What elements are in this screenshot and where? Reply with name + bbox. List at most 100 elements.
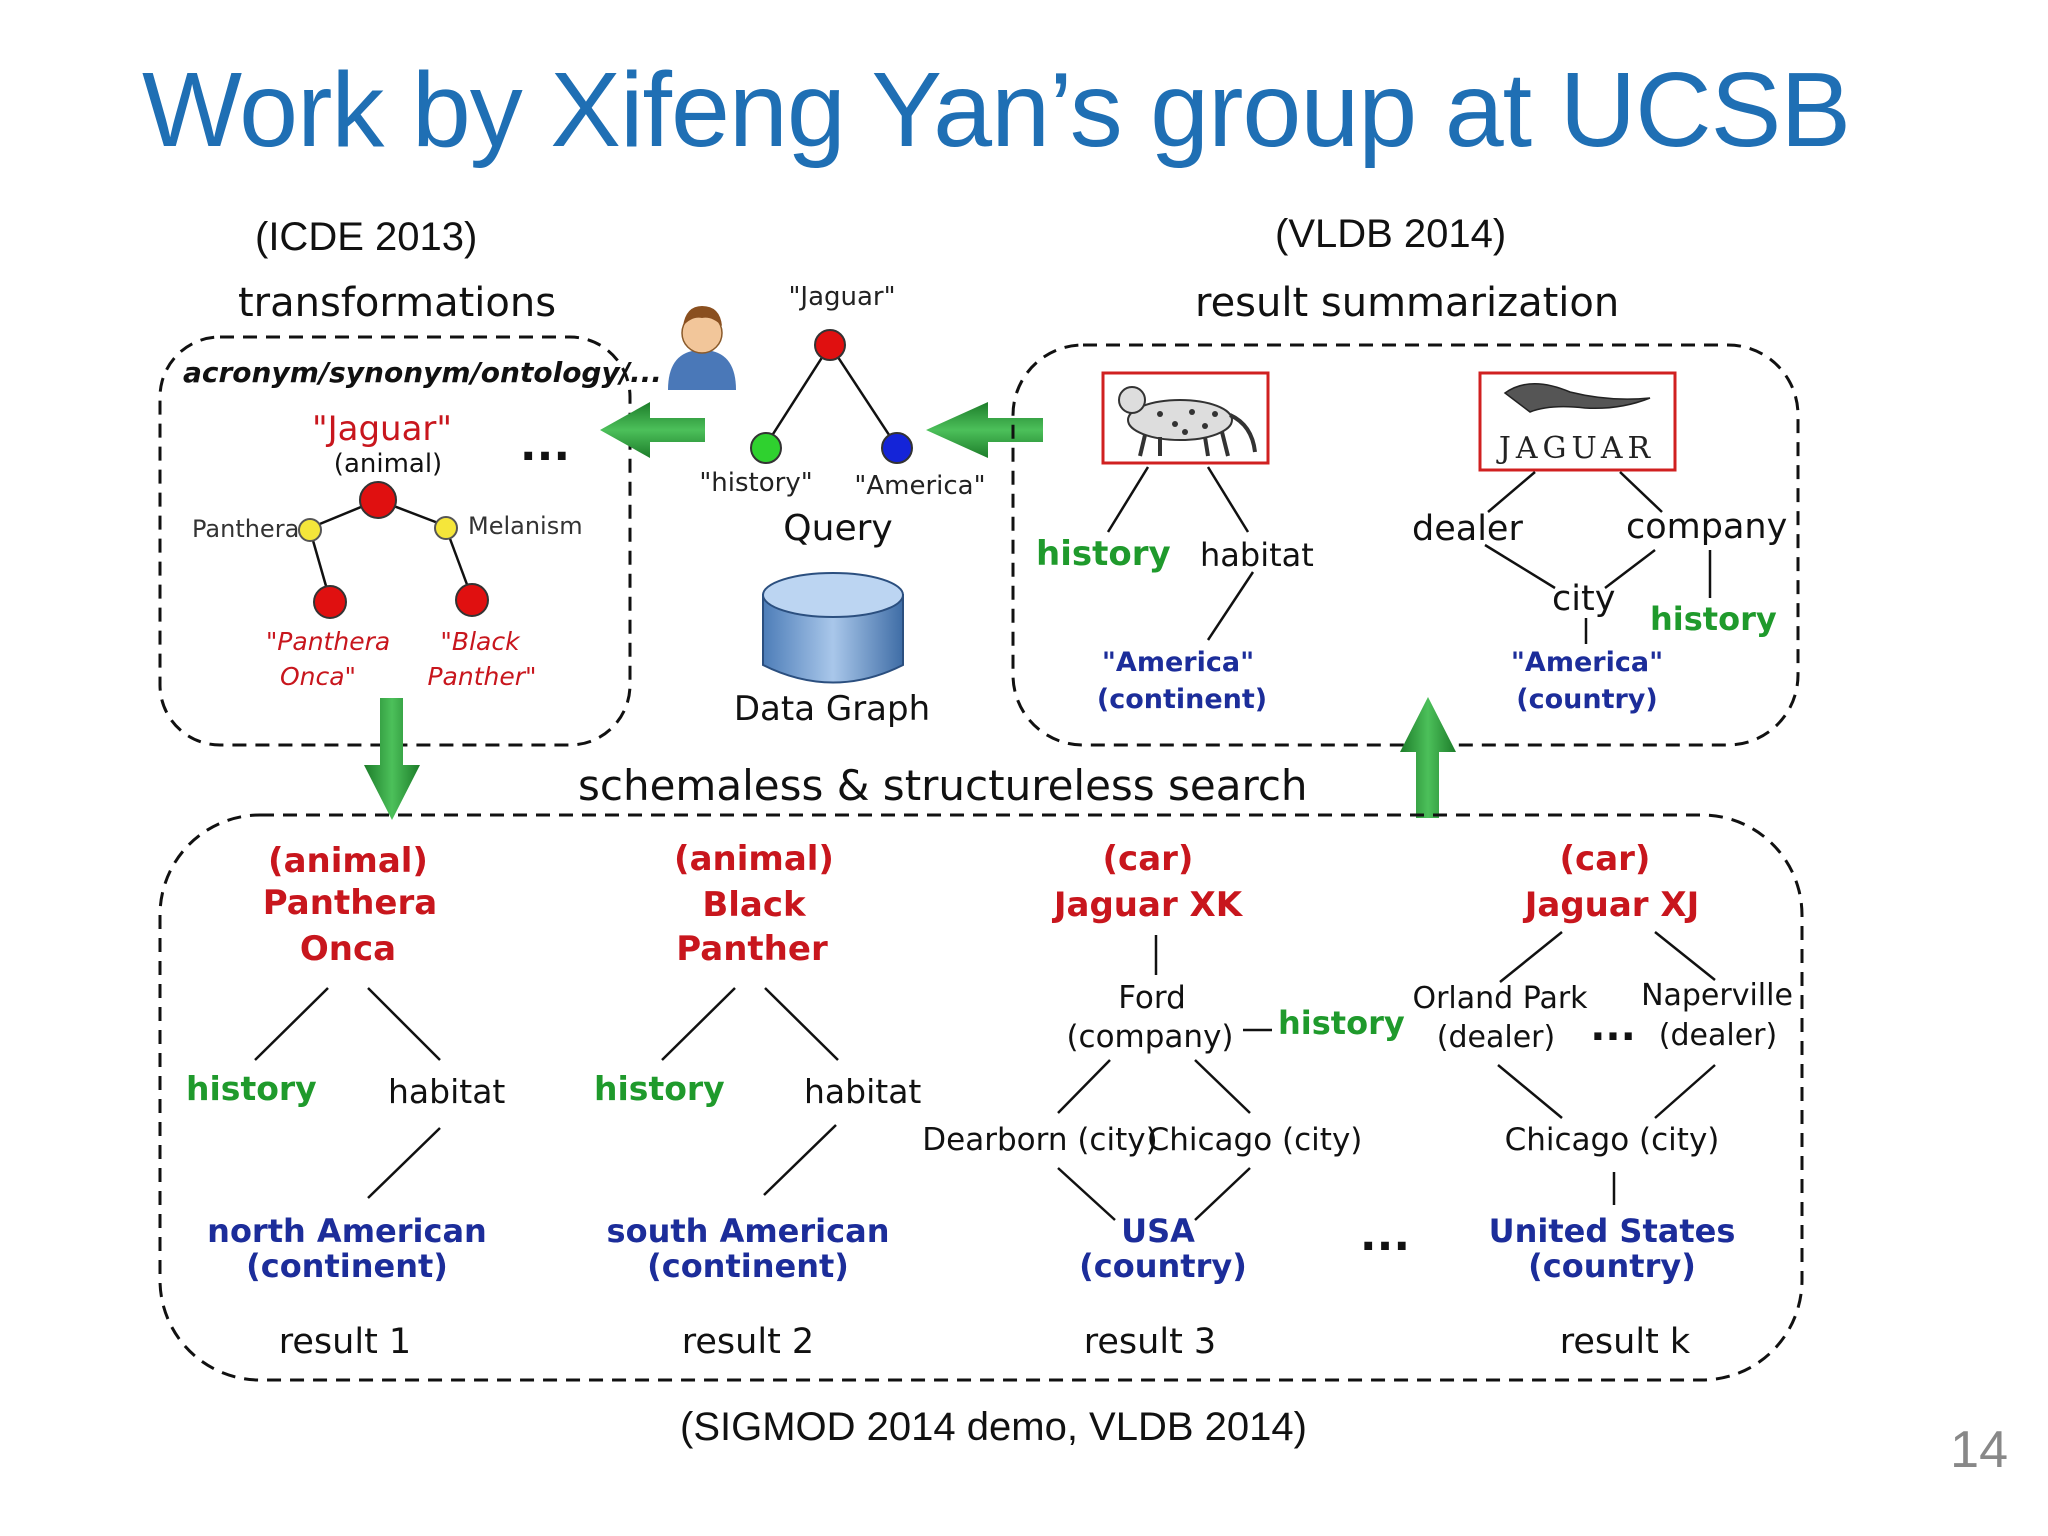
result-k-type: (car) xyxy=(1560,839,1651,879)
node-jaguar xyxy=(359,481,397,519)
summary-left-history: history xyxy=(1036,534,1171,574)
result-3-leaf-2: (country) xyxy=(1079,1247,1247,1285)
result-2-habitat: habitat xyxy=(804,1072,921,1111)
edge-rk-2 xyxy=(1654,931,1716,981)
result-3-city-right: Chicago (city) xyxy=(1148,1122,1363,1158)
query-label: Query xyxy=(783,508,892,549)
transformations-left-leaf-2: Onca" xyxy=(280,662,356,691)
result-1-type: (animal) xyxy=(268,841,428,881)
arrow-transformations-to-search xyxy=(364,698,420,820)
transformations-left-relation: Panthera xyxy=(192,515,299,543)
result-k-dealer-right-2: (dealer) xyxy=(1659,1018,1777,1053)
result-3-history: history xyxy=(1278,1004,1405,1042)
page-number: 14 xyxy=(1950,1421,2008,1479)
edge-s-4 xyxy=(1487,471,1536,513)
node-query-america xyxy=(881,432,913,464)
result-k-city: Chicago (city) xyxy=(1505,1122,1720,1158)
result-1: (animal) Panthera Onca history habitat n… xyxy=(186,841,505,1362)
result-3-city-left: Dearborn (city) xyxy=(922,1122,1157,1158)
jaguar-logo: JAGUAR xyxy=(1478,371,1677,472)
result-3: (car) Jaguar XK Ford (company) history D… xyxy=(922,839,1405,1362)
edge-r3-5 xyxy=(1057,1167,1116,1221)
edge-q-1 xyxy=(764,344,832,446)
transformations-root-type: (animal) xyxy=(334,449,442,479)
edge-q-2 xyxy=(828,344,899,448)
node-melanism xyxy=(434,516,458,540)
jaguar-logo-text: JAGUAR xyxy=(1496,431,1655,466)
search-heading: schemaless & structureless search xyxy=(578,761,1308,810)
result-2-history: history xyxy=(594,1069,725,1108)
result-k-dealer-left-1: Orland Park xyxy=(1412,981,1588,1016)
edge-r2-1 xyxy=(661,987,736,1061)
query-root-label: "Jaguar" xyxy=(788,282,895,312)
result-3-type: (car) xyxy=(1103,839,1194,879)
transformations-left-leaf-1: "Panthera xyxy=(266,627,390,656)
result-k-label: result k xyxy=(1560,1322,1691,1362)
edge-s-6 xyxy=(1484,543,1556,590)
node-query-root xyxy=(814,329,846,361)
result-2-name-1: Black xyxy=(702,885,807,925)
edge-rk-4 xyxy=(1654,1064,1716,1119)
edge-s-5 xyxy=(1619,471,1663,513)
summary-heading: result summarization xyxy=(1195,280,1619,326)
result-2-label: result 2 xyxy=(682,1322,814,1362)
edge-r3-3 xyxy=(1057,1059,1111,1114)
summary-right-city: city xyxy=(1552,579,1615,619)
summary-left-leaf-1: "America" xyxy=(1102,647,1254,678)
edge-r1-1 xyxy=(254,987,329,1061)
arrow-search-to-summary xyxy=(1400,697,1456,818)
search-box xyxy=(158,813,1804,1382)
node-panthera-onca xyxy=(313,585,347,619)
result-1-leaf-1: north American xyxy=(207,1212,487,1250)
transformations-right-leaf-2: Panther" xyxy=(427,662,536,691)
result-2-name-2: Panther xyxy=(676,929,828,969)
result-2: (animal) Black Panther history habitat s… xyxy=(594,839,921,1362)
edge-r2-2 xyxy=(764,987,839,1061)
arrow-summary-to-query xyxy=(926,402,1043,458)
data-graph-label: Data Graph xyxy=(734,689,930,729)
result-k-leaf-2: (country) xyxy=(1528,1247,1696,1285)
transformations-subtitle: acronym/synonym/ontology/... xyxy=(183,356,662,389)
result-3-company-2: (company) xyxy=(1066,1019,1233,1055)
venue-vldb: (VLDB 2014) xyxy=(1275,212,1507,256)
result-1-name-1: Panthera xyxy=(263,883,437,923)
transformations-right-relation: Melanism xyxy=(468,512,583,540)
summary-right-history: history xyxy=(1650,600,1777,638)
edge-s-3 xyxy=(1206,571,1255,641)
result-1-label: result 1 xyxy=(279,1322,411,1362)
slide-title: Work by Xifeng Yan’s group at UCSB xyxy=(142,51,1851,169)
edge-s-2 xyxy=(1206,466,1250,533)
edge-rk-3 xyxy=(1497,1064,1563,1119)
summary-right-dealer: dealer xyxy=(1412,509,1523,549)
transformations-heading: transformations xyxy=(238,280,556,326)
query-right-label: "America" xyxy=(854,471,985,501)
result-k: (car) Jaguar XJ Orland Park (dealer) ...… xyxy=(1412,839,1792,1362)
venue-sigmod: (SIGMOD 2014 demo, VLDB 2014) xyxy=(680,1405,1307,1449)
result-2-leaf-1: south American xyxy=(607,1212,890,1250)
result-1-leaf-2: (continent) xyxy=(246,1247,448,1285)
result-2-leaf-2: (continent) xyxy=(647,1247,849,1285)
edge-r3-4 xyxy=(1194,1059,1251,1114)
summary-left-habitat: habitat xyxy=(1200,536,1314,574)
result-k-dealer-left-2: (dealer) xyxy=(1437,1020,1555,1055)
result-3-label: result 3 xyxy=(1084,1322,1216,1362)
search-ellipsis: ... xyxy=(1360,1210,1410,1261)
database-icon xyxy=(762,572,904,684)
edge-rk-1 xyxy=(1499,931,1563,983)
user-icon xyxy=(668,306,736,390)
result-3-leaf-1: USA xyxy=(1121,1212,1195,1250)
result-k-name: Jaguar XJ xyxy=(1523,885,1700,925)
result-1-habitat: habitat xyxy=(388,1072,505,1111)
result-k-ellipsis: ... xyxy=(1590,1004,1636,1050)
summary-box xyxy=(1011,343,1800,747)
result-2-type: (animal) xyxy=(674,839,834,879)
result-1-history: history xyxy=(186,1069,317,1108)
venue-icde: (ICDE 2013) xyxy=(255,215,478,259)
leopard-image xyxy=(1101,371,1270,465)
result-k-leaf-1: United States xyxy=(1489,1212,1736,1250)
summary-left-leaf-2: (continent) xyxy=(1097,684,1267,715)
transformations-root: "Jaguar" xyxy=(312,409,452,449)
result-1-name-2: Onca xyxy=(300,929,396,969)
edge-s-1 xyxy=(1106,466,1150,533)
